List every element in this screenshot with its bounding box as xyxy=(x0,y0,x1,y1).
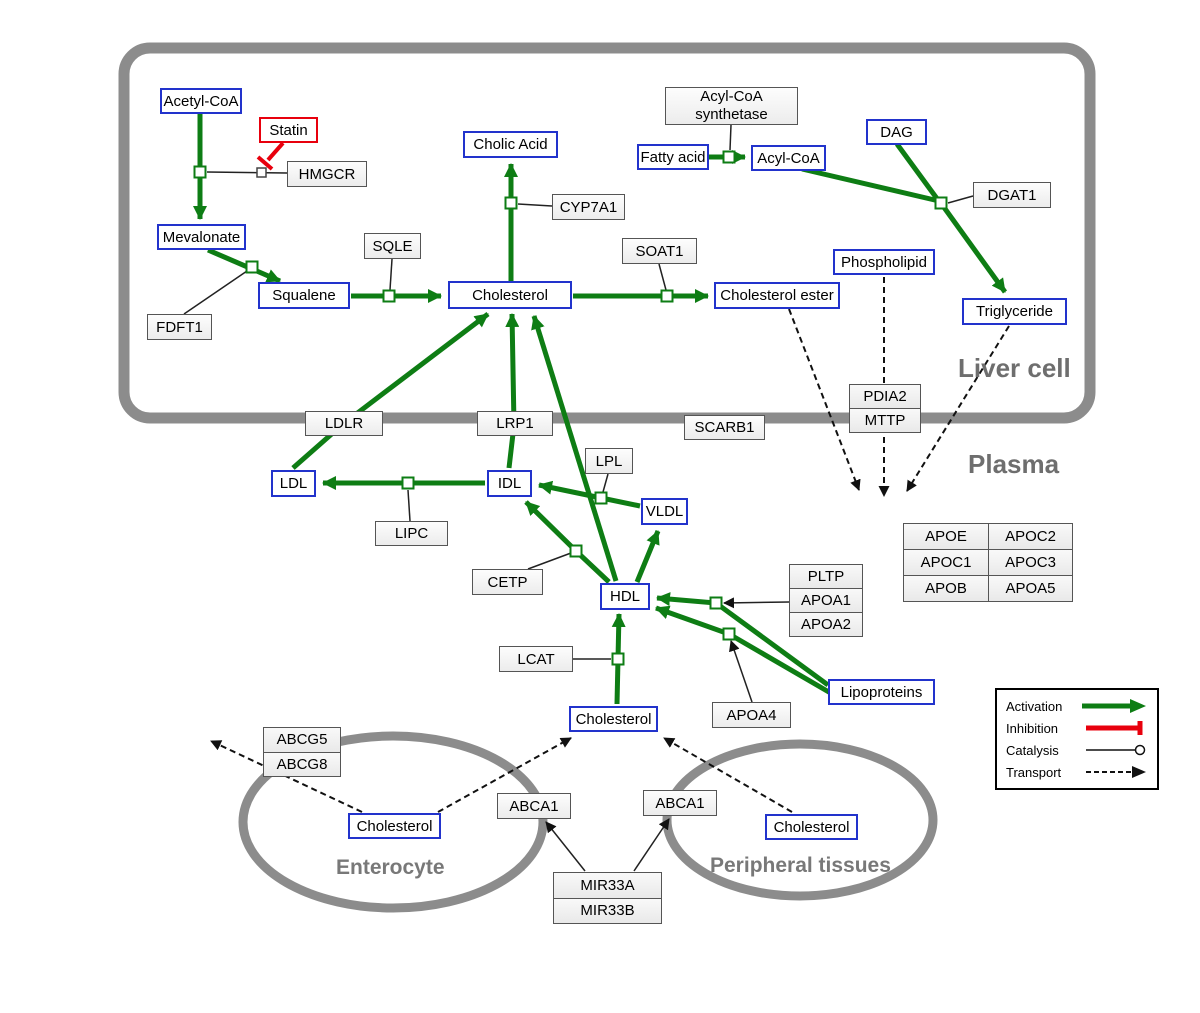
liver-cell-membrane xyxy=(118,42,1096,424)
node-apoa2[interactable]: APOA2 xyxy=(790,612,862,636)
apolipoprotein-table: APOE APOC2 APOC1 APOC3 APOB APOA5 xyxy=(903,523,1073,602)
catalysis-edges xyxy=(183,124,974,872)
node-apob[interactable]: APOB xyxy=(904,575,988,601)
node-squalene[interactable]: Squalene xyxy=(258,282,350,309)
node-scarb1[interactable]: SCARB1 xyxy=(684,415,765,440)
node-hmgcr[interactable]: HMGCR xyxy=(287,161,367,187)
legend-catalysis-label: Catalysis xyxy=(1006,742,1059,758)
node-apoc1[interactable]: APOC1 xyxy=(904,549,988,575)
node-apoe[interactable]: APOE xyxy=(904,524,988,549)
legend-inhibition-row: Inhibition xyxy=(1006,720,1148,736)
node-phospholipid[interactable]: Phospholipid xyxy=(833,249,935,275)
node-cholesterol-ester[interactable]: Cholesterol ester xyxy=(714,282,840,309)
inhibition-bar-icon xyxy=(1086,721,1143,735)
enterocyte-membrane xyxy=(238,731,548,913)
node-pdia2[interactable]: PDIA2 xyxy=(850,385,920,408)
node-fatty-acid[interactable]: Fatty acid xyxy=(637,144,709,170)
node-pltp[interactable]: PLTP xyxy=(790,565,862,588)
legend-activation-label: Activation xyxy=(1006,698,1063,714)
node-cholesterol-peripheral[interactable]: Cholesterol xyxy=(765,814,858,840)
node-apoc3[interactable]: APOC3 xyxy=(988,549,1072,575)
node-acyl-coa[interactable]: Acyl-CoA xyxy=(751,145,826,171)
node-cyp7a1[interactable]: CYP7A1 xyxy=(552,194,625,220)
node-apoa5[interactable]: APOA5 xyxy=(988,575,1072,601)
transport-arrow-icon xyxy=(1086,766,1146,778)
node-apoa1[interactable]: APOA1 xyxy=(790,588,862,612)
node-cholic-acid[interactable]: Cholic Acid xyxy=(463,131,558,158)
stack-pdia2-mttp: PDIA2 MTTP xyxy=(849,384,921,433)
legend-transport-row: Transport xyxy=(1006,764,1148,780)
node-mttp[interactable]: MTTP xyxy=(850,408,920,432)
catalysis-port-square xyxy=(256,167,267,178)
peripheral-tissues-label: Peripheral tissues xyxy=(710,854,891,877)
node-fdft1[interactable]: FDFT1 xyxy=(147,314,212,340)
node-lipoproteins[interactable]: Lipoproteins xyxy=(828,679,935,705)
enterocyte-label: Enterocyte xyxy=(336,856,445,879)
legend-catalysis-row: Catalysis xyxy=(1006,742,1148,758)
node-hdl[interactable]: HDL xyxy=(600,583,650,610)
node-abca1-enterocyte[interactable]: ABCA1 xyxy=(497,793,571,819)
node-cholesterol-plasma[interactable]: Cholesterol xyxy=(569,706,658,732)
node-cetp[interactable]: CETP xyxy=(472,569,543,595)
node-apoa4[interactable]: APOA4 xyxy=(712,702,791,728)
node-abca1-peripheral[interactable]: ABCA1 xyxy=(643,790,717,816)
legend-box: Activation Inhibition Catalysis Transpor… xyxy=(995,688,1159,790)
node-mir33b[interactable]: MIR33B xyxy=(554,897,661,923)
node-ldl[interactable]: LDL xyxy=(271,470,316,497)
node-dgat1[interactable]: DGAT1 xyxy=(973,182,1051,208)
node-lpl[interactable]: LPL xyxy=(585,448,633,474)
stack-mir33: MIR33A MIR33B xyxy=(553,872,662,924)
node-soat1[interactable]: SOAT1 xyxy=(622,238,697,264)
node-lipc[interactable]: LIPC xyxy=(375,521,448,546)
node-idl[interactable]: IDL xyxy=(487,470,532,497)
inhibition-edge xyxy=(256,141,285,171)
node-cholesterol-liver[interactable]: Cholesterol xyxy=(448,281,572,309)
node-mir33a[interactable]: MIR33A xyxy=(554,873,661,898)
node-abcg8[interactable]: ABCG8 xyxy=(264,751,340,776)
node-lrp1[interactable]: LRP1 xyxy=(477,411,553,436)
catalysis-circle-icon xyxy=(1086,744,1146,756)
node-abcg5[interactable]: ABCG5 xyxy=(264,728,340,752)
node-mevalonate[interactable]: Mevalonate xyxy=(157,224,246,250)
reaction-node-squares xyxy=(193,150,948,666)
stack-pltp-apoa: PLTP APOA1 APOA2 xyxy=(789,564,863,637)
node-dag[interactable]: DAG xyxy=(866,119,927,145)
node-acyl-coa-synthetase[interactable]: Acyl-CoA synthetase xyxy=(665,87,798,125)
node-triglyceride[interactable]: Triglyceride xyxy=(962,298,1067,325)
node-vldl[interactable]: VLDL xyxy=(641,498,688,525)
activation-arrow-icon xyxy=(1082,699,1146,713)
node-sqle[interactable]: SQLE xyxy=(364,233,421,259)
membranes xyxy=(118,42,1096,913)
legend-transport-label: Transport xyxy=(1006,764,1062,780)
plasma-label: Plasma xyxy=(968,449,1060,479)
legend-inhibition-label: Inhibition xyxy=(1006,720,1059,736)
liver-cell-label: Liver cell xyxy=(958,353,1071,383)
legend-activation-row: Activation xyxy=(1006,698,1148,714)
node-ldlr[interactable]: LDLR xyxy=(305,411,383,436)
node-lcat[interactable]: LCAT xyxy=(499,646,573,672)
node-acetyl-coa[interactable]: Acetyl-CoA xyxy=(160,88,242,114)
node-apoc2[interactable]: APOC2 xyxy=(988,524,1072,549)
stack-abcg: ABCG5 ABCG8 xyxy=(263,727,341,777)
node-statin[interactable]: Statin xyxy=(259,117,318,143)
node-cholesterol-enterocyte[interactable]: Cholesterol xyxy=(348,813,441,839)
